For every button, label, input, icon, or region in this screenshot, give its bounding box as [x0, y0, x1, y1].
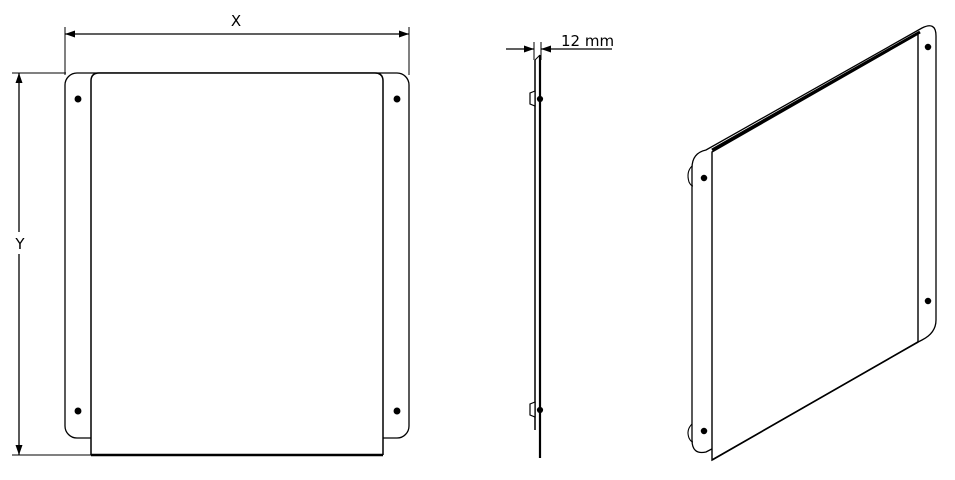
iso-screw-hole-4	[924, 297, 932, 305]
side-standoff-bottom	[529, 401, 536, 418]
front-screw-hole-top-right	[393, 95, 401, 103]
isometric-view	[687, 25, 937, 462]
side-top-cap	[534, 54, 541, 61]
iso-panel-top-edge	[711, 30, 921, 152]
side-standoff-top	[529, 90, 536, 107]
dimension-y-label: Y	[14, 235, 25, 253]
side-screw-top	[536, 95, 544, 103]
dimension-y	[12, 72, 91, 456]
front-view	[64, 72, 410, 457]
iso-screw-hole-2	[700, 427, 708, 435]
front-screw-hole-bottom-right	[393, 407, 401, 415]
iso-front-panel	[711, 32, 919, 462]
front-panel	[90, 72, 384, 455]
thickness-label: 12 mm	[561, 32, 614, 50]
front-screw-hole-top-left	[74, 95, 82, 103]
dimension-x	[64, 27, 410, 75]
iso-screw-hole-3	[924, 43, 932, 51]
iso-standoff-top	[687, 165, 694, 187]
side-view	[506, 42, 612, 458]
iso-panel-bottom-edge	[711, 341, 919, 461]
front-screw-hole-bottom-left	[74, 407, 82, 415]
dimension-x-label: X	[231, 12, 241, 30]
side-screw-bottom	[536, 406, 544, 414]
iso-standoff-bottom	[687, 423, 694, 443]
iso-screw-hole-1	[700, 174, 708, 182]
